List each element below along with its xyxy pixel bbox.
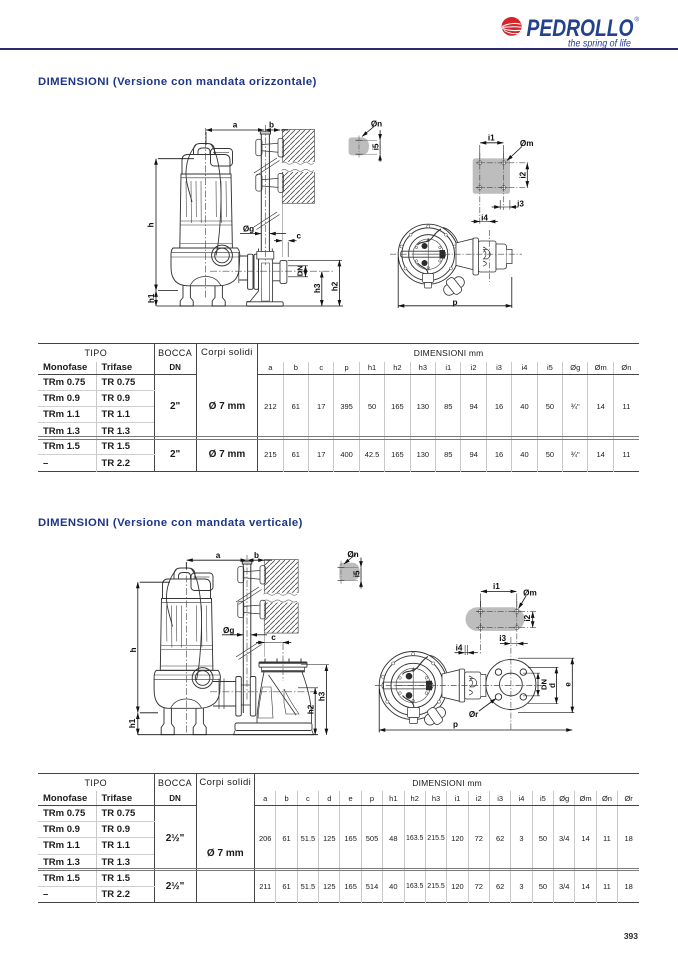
svg-text:i3: i3 [517,199,524,208]
svg-text:h1: h1 [128,718,137,728]
svg-text:Øm: Øm [523,588,537,597]
svg-text:i2: i2 [519,171,528,178]
svg-text:h: h [147,222,156,227]
svg-text:i1: i1 [488,133,495,142]
svg-text:Øm: Øm [520,139,534,148]
svg-text:i3: i3 [499,634,506,643]
svg-text:Øg: Øg [223,626,234,635]
svg-text:d: d [548,683,557,688]
svg-text:b: b [254,551,259,560]
svg-text:i1: i1 [493,582,500,591]
svg-text:Ør: Ør [469,710,479,719]
svg-text:the spring of life: the spring of life [568,38,631,50]
svg-text:h2: h2 [306,704,315,714]
svg-text:Øn: Øn [347,550,358,559]
svg-text:h: h [129,647,138,652]
svg-text:h1: h1 [147,293,156,303]
svg-text:p: p [452,298,457,307]
svg-text:c: c [297,232,302,241]
svg-text:i4: i4 [456,643,463,652]
svg-text:i4: i4 [481,213,488,222]
svg-text:DN: DN [540,679,549,690]
svg-text:c: c [271,633,276,642]
svg-text:h3: h3 [313,283,322,293]
svg-text:Øg: Øg [243,224,254,233]
svg-text:e: e [564,682,573,687]
svg-text:PEDROLLO: PEDROLLO [527,15,634,42]
svg-text:a: a [216,551,221,560]
svg-text:a: a [233,121,238,130]
svg-text:i2: i2 [523,614,532,621]
svg-text:h3: h3 [318,691,327,701]
svg-text:i5: i5 [372,143,381,150]
svg-text:Øn: Øn [371,120,382,129]
svg-text:h2: h2 [330,281,339,291]
svg-text:b: b [269,121,274,130]
svg-text:i5: i5 [352,570,361,577]
svg-text:p: p [453,720,458,729]
svg-text:DN: DN [296,265,305,276]
svg-text:®: ® [635,17,640,24]
